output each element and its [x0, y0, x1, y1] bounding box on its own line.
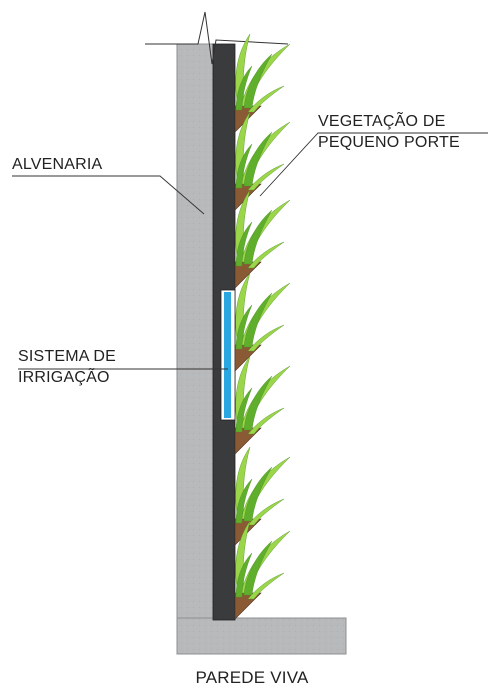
grass-blade	[243, 292, 273, 348]
grass-tuft	[235, 111, 291, 191]
grass-tuft	[235, 189, 291, 269]
grass-blade	[235, 552, 253, 598]
grass-blade	[247, 498, 285, 526]
leader-vegetacao	[259, 132, 488, 197]
grass-blade	[235, 143, 253, 189]
grass-blade	[247, 163, 285, 191]
grass-blade	[235, 478, 253, 524]
grass-blade	[247, 407, 285, 435]
diagram-title: PAREDE VIVA	[195, 668, 309, 687]
grass-blade	[243, 53, 273, 109]
grass-blade	[235, 221, 253, 267]
grass-blade	[247, 324, 285, 352]
masonry-wall	[176, 43, 214, 621]
leader-alvenaria	[12, 175, 205, 215]
label-irrigacao-line2: IRRIGAÇÃO	[18, 369, 110, 386]
grass-blade	[243, 375, 273, 431]
label-vegetacao-line1: VEGETAÇÃO DE	[318, 113, 446, 130]
grass-blade	[247, 85, 285, 113]
zigzag-break-icon	[145, 11, 289, 65]
grass-blade	[247, 241, 285, 269]
grass-blade	[247, 572, 285, 600]
base-slab	[176, 617, 347, 655]
grass-tuft	[235, 446, 291, 526]
grass-blade	[235, 387, 253, 433]
grass-blade	[235, 65, 253, 111]
grass-blade	[243, 131, 273, 187]
label-irrigacao-line1: SISTEMA DE	[18, 348, 117, 365]
label-alvenaria: ALVENARIA	[12, 156, 103, 173]
grass-blade	[235, 304, 253, 350]
grass-tuft	[235, 355, 291, 435]
grass-tuft	[235, 520, 291, 600]
grass-blade	[243, 466, 273, 522]
grass-tuft	[235, 272, 291, 352]
irrigation-system	[220, 289, 236, 421]
vegetation	[235, 33, 291, 600]
grass-blade	[243, 540, 273, 596]
grass-blade	[243, 209, 273, 265]
leader-lines	[12, 132, 488, 370]
label-vegetacao-line2: PEQUENO PORTE	[318, 134, 460, 151]
grass-tuft	[235, 33, 291, 113]
